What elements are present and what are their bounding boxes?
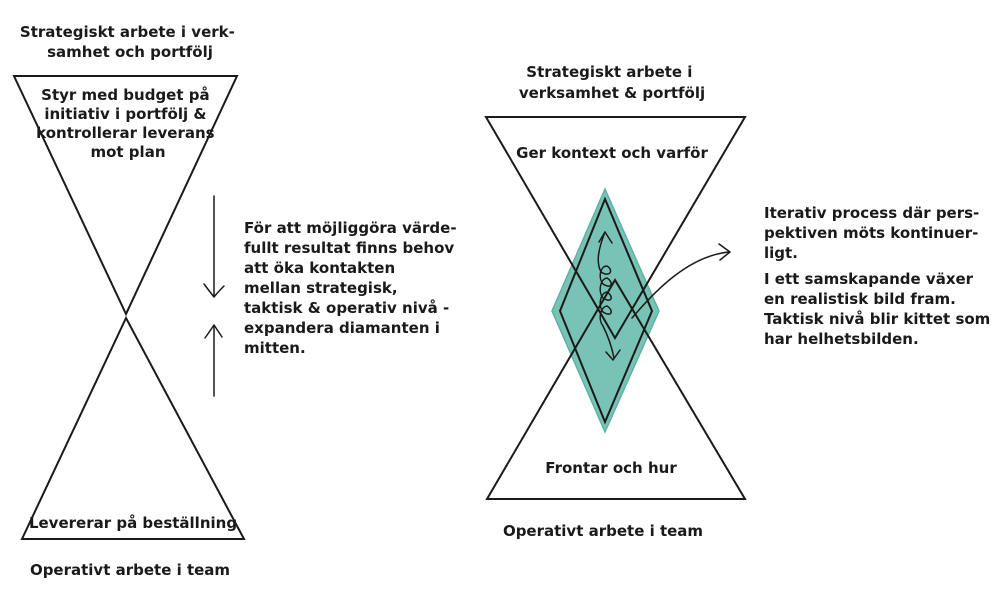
right-top-triangle — [484, 116, 747, 340]
arrow-up-icon — [204, 324, 223, 397]
right-top-heading: Strategiskt arbete i verksamhet & portfö… — [519, 63, 705, 102]
left-top-heading: Strategiskt arbete i verk- samhet och po… — [20, 23, 240, 61]
left-top-triangle — [12, 75, 239, 317]
right-bottom-triangle-text: Frontar och hur — [545, 459, 677, 477]
left-top-triangle-text: Styr med budget på initiativ i portfölj … — [36, 86, 220, 161]
left-bottom-triangle-text: Levererar på beställning — [29, 514, 237, 532]
right-bottom-triangle — [485, 278, 747, 500]
right-hourglass: Strategiskt arbete i verksamhet & portfö… — [484, 63, 996, 540]
left-hourglass: Strategiskt arbete i verk- samhet och po… — [12, 23, 462, 579]
right-callout: Iterativ process där pers- pektiven möts… — [764, 204, 996, 348]
right-bottom-heading: Operativt arbete i team — [503, 522, 703, 540]
teal-diamond — [551, 187, 660, 434]
diamond-outline — [558, 196, 654, 425]
right-top-triangle-text: Ger kontext och varför — [516, 144, 708, 162]
left-note: För att möjliggöra värde- fullt resultat… — [244, 219, 462, 357]
arrow-down-icon — [203, 195, 225, 298]
left-bottom-heading: Operativt arbete i team — [30, 561, 230, 579]
iteration-loop-icon — [597, 231, 621, 361]
curved-arrow-icon — [631, 243, 731, 319]
left-bottom-triangle — [20, 315, 246, 540]
